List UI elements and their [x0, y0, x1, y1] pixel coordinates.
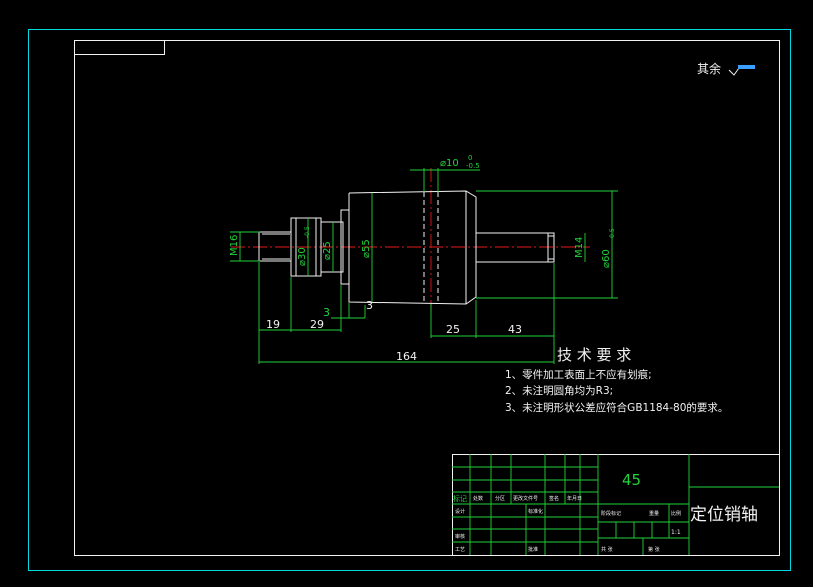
dim-thread-right: M14 [574, 237, 585, 258]
dim-len-29: 29 [310, 318, 324, 331]
dim-len-43: 43 [508, 323, 522, 336]
tb-scale: 1:1 [671, 529, 681, 536]
dim-dia-30: ⌀30 [297, 247, 308, 266]
requirement-item-1: 1、零件加工表面上不应有划痕; [505, 368, 652, 381]
dimension-lines [230, 168, 618, 364]
tb-label-scale: 比例 [671, 510, 681, 517]
dim-dia-60: ⌀60 [601, 249, 612, 268]
dim-len-3a: 3 [323, 306, 330, 319]
tb-label-zone: 分区 [495, 495, 505, 502]
dim-len-3b: 3 [366, 299, 373, 312]
dim-dia-60-tol: -0.5 [609, 228, 616, 240]
tb-label-process: 工艺 [455, 547, 465, 553]
tb-label-sheet: 第 张 [648, 546, 660, 553]
tb-label-mark: 标记 [453, 494, 467, 503]
dim-len-total: 164 [396, 350, 417, 363]
requirements-title: 技 术 要 求 [557, 346, 631, 364]
dim-dia-25: ⌀25 [322, 241, 333, 260]
surface-finish-label: 其余 [697, 61, 721, 76]
roughness-symbol-icon [728, 65, 755, 76]
tb-label-design: 设计 [455, 508, 465, 515]
tb-label-standardize: 标准化 [528, 508, 543, 515]
dim-dia-30-tol: -0.5 [304, 226, 311, 238]
title-block: 45 定位销轴 1:1 标记 处数 分区 更改文件号 签名 年月日 设计 标准化… [452, 454, 780, 556]
dim-hole-dia: ⌀10 [440, 158, 459, 169]
tb-label-change-doc: 更改文件号 [513, 495, 538, 502]
dim-hole-tol-lower: -0.5 [466, 162, 480, 170]
inner-frame [74, 40, 780, 556]
requirement-item-2: 2、未注明圆角均为R3; [505, 384, 613, 397]
tb-label-approve: 批准 [528, 546, 538, 553]
code-box [74, 40, 165, 55]
dim-hole-tol-upper: 0 [468, 154, 472, 162]
shaft-part [258, 190, 555, 305]
tb-label-review: 审核 [455, 533, 465, 540]
dim-len-25: 25 [446, 323, 460, 336]
tb-label-weight: 重量 [649, 510, 659, 517]
tb-label-signature: 签名 [549, 495, 559, 502]
tb-material: 45 [622, 471, 641, 489]
dim-dia-55: ⌀55 [361, 239, 372, 258]
dim-thread-left: M16 [229, 235, 240, 256]
tb-label-sheets: 共 张 [601, 546, 613, 553]
dim-len-19: 19 [266, 318, 280, 331]
tb-label-count: 处数 [473, 495, 483, 502]
tb-label-date: 年月日 [567, 495, 582, 502]
outer-frame [28, 29, 791, 571]
requirement-item-3: 3、未注明形状公差应符合GB1184-80的要求。 [505, 401, 728, 414]
tb-part-name: 定位销轴 [690, 505, 758, 525]
tb-label-stage: 阶段标记 [601, 510, 621, 517]
